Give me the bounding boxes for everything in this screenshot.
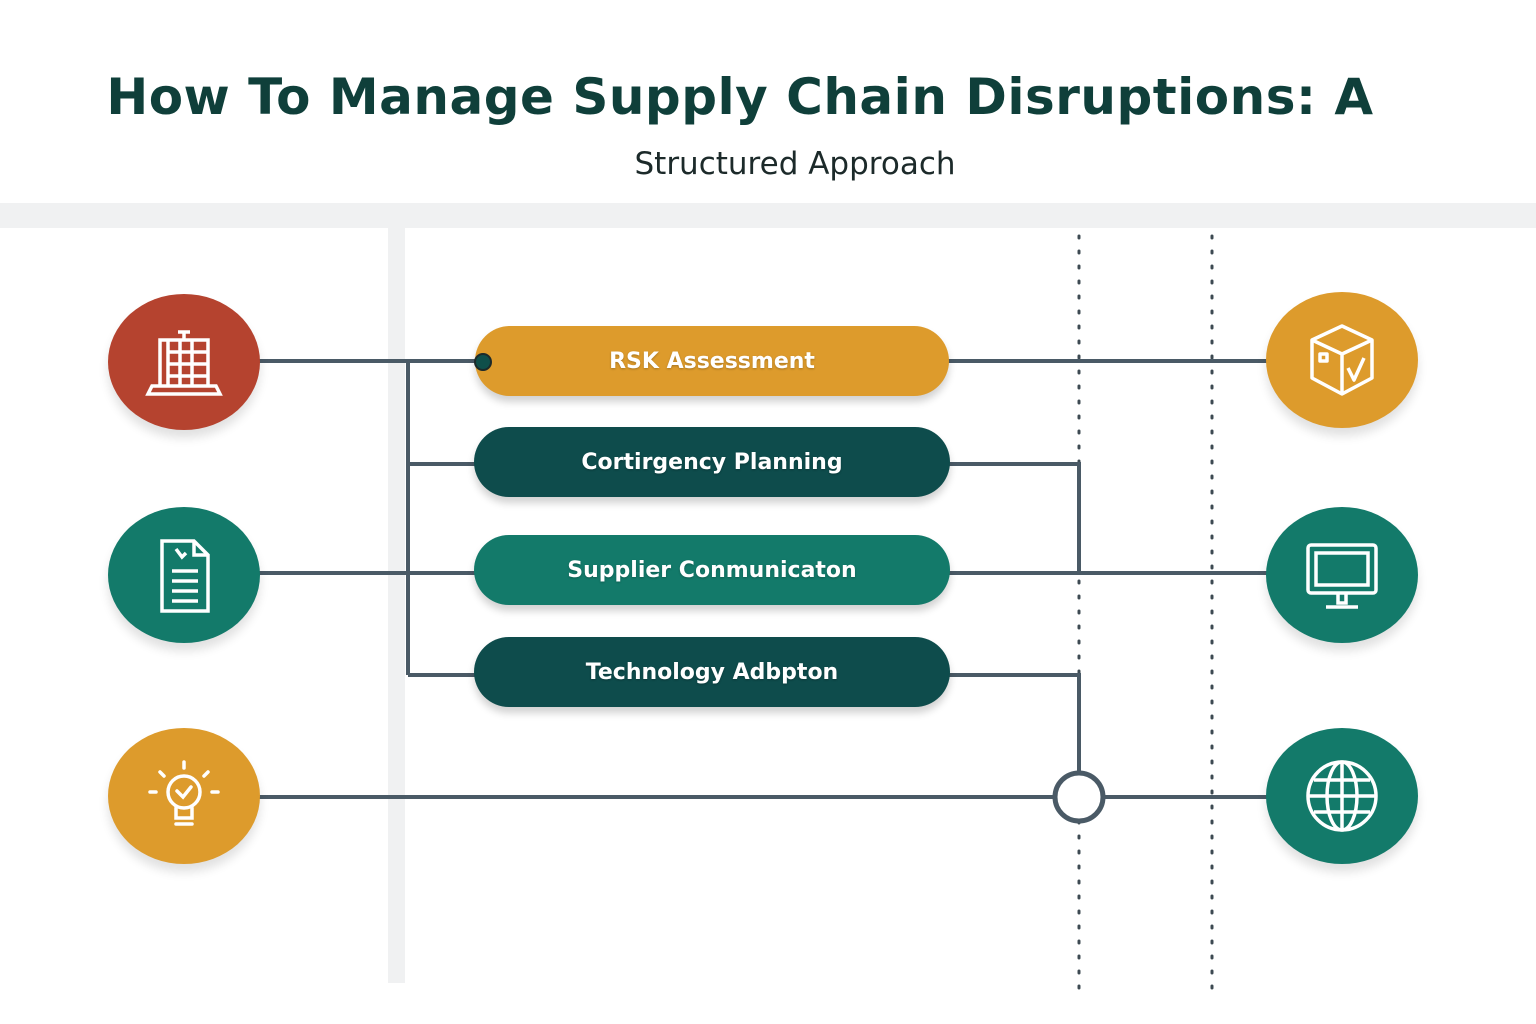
monitor-icon: [1306, 543, 1378, 609]
package-box-check-icon: [1310, 324, 1374, 396]
lightbulb-check-icon: [148, 760, 220, 826]
step-risk-assessment[interactable]: RSK Assessment: [475, 326, 949, 396]
document-icon: [160, 539, 210, 613]
step-label: Cortirgency Planning: [581, 449, 843, 475]
step-label: Supplier Conmunicaton: [567, 557, 857, 583]
step-label: Technology Adbpton: [585, 659, 839, 685]
globe-icon: [1306, 760, 1378, 832]
step-label: RSK Assessment: [609, 348, 815, 374]
step-connector-dot: [474, 353, 492, 371]
step-technology-adoption[interactable]: Technology Adbpton: [474, 637, 950, 707]
connector-step4-elbow: [945, 673, 1081, 773]
step-contingency-planning[interactable]: Cortirgency Planning: [474, 427, 950, 497]
right-icon-circle-1: [1266, 292, 1418, 428]
right-icon-circle-2: [1266, 507, 1418, 643]
page-subtitle: Structured Approach: [634, 146, 956, 182]
warehouse-building-icon: [145, 330, 223, 396]
right-icon-circle-3: [1266, 728, 1418, 864]
connector-step2-elbow: [945, 462, 1081, 573]
junction-node: [1052, 770, 1106, 824]
left-icon-circle-3: [108, 728, 260, 864]
header-divider-band: [0, 203, 1536, 228]
left-icon-circle-2: [108, 507, 260, 643]
left-icon-circle-1: [108, 294, 260, 430]
step-supplier-communication[interactable]: Supplier Conmunicaton: [474, 535, 950, 605]
left-vertical-divider: [388, 228, 405, 983]
page-title: How To Manage Supply Chain Disruptions: …: [106, 68, 1374, 126]
